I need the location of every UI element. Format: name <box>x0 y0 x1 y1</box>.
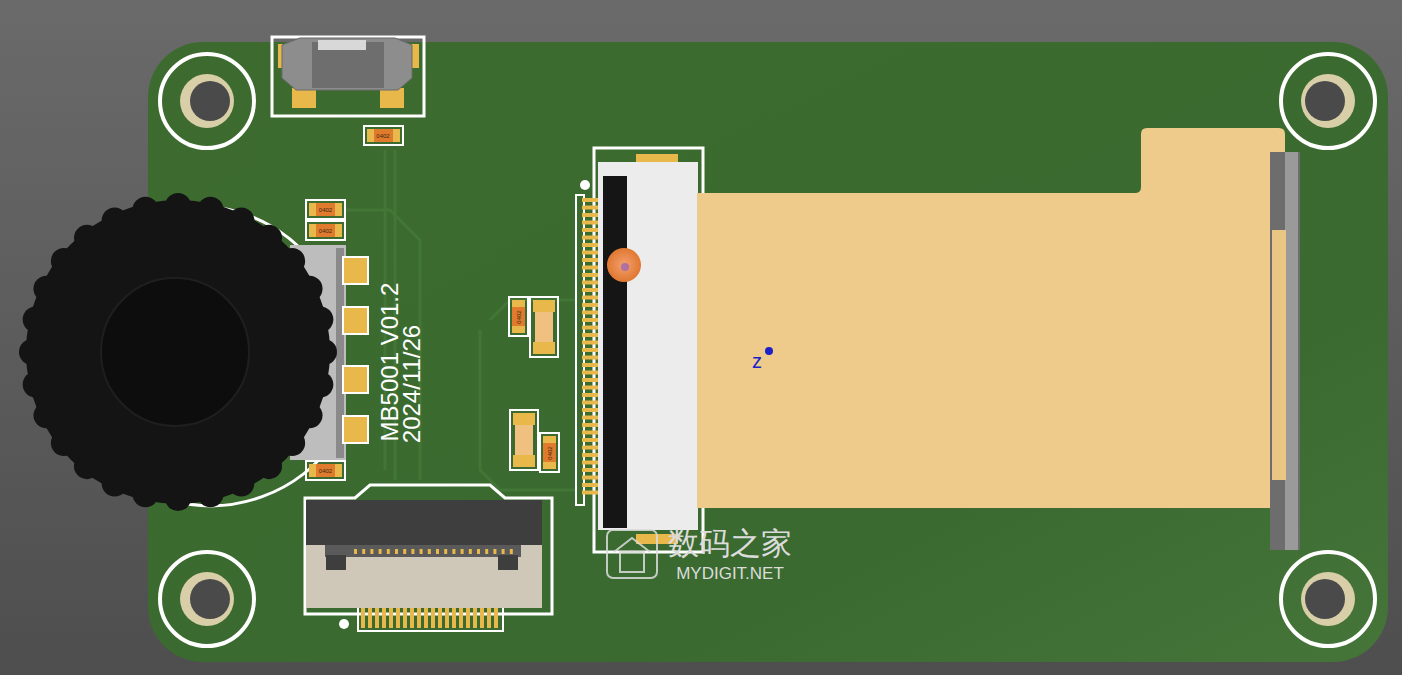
knob-tooth <box>165 193 191 219</box>
fpc-pin <box>452 608 456 628</box>
knob-tooth <box>74 225 100 251</box>
fpc-contact <box>354 549 357 554</box>
watermark: 数码之家 <box>668 528 792 559</box>
knob-tooth <box>102 471 128 497</box>
knob-tooth <box>23 371 49 397</box>
knob-tooth <box>311 339 337 365</box>
knob-tooth <box>307 371 333 397</box>
fpc-pin <box>431 608 435 628</box>
fpc-contact <box>420 549 423 554</box>
fpc-contact <box>493 549 496 554</box>
fpc-pin <box>389 608 393 628</box>
fpc-contact <box>510 549 513 554</box>
fpc-contact <box>362 549 365 554</box>
fpc-contact <box>452 549 455 554</box>
knob-tooth <box>197 481 223 507</box>
knob-tooth <box>256 225 282 251</box>
knob-tooth <box>23 307 49 333</box>
fpc-contact <box>477 549 480 554</box>
fpc-pin <box>445 608 449 628</box>
knob-tooth <box>33 402 59 428</box>
board-name: MB5001 V01.2 <box>378 283 402 442</box>
knob-tooth <box>307 307 333 333</box>
fpc-contact <box>502 549 505 554</box>
fpc-pin <box>424 608 428 628</box>
part-size: 0402 <box>516 310 522 323</box>
knob-tooth <box>33 276 59 302</box>
part-size: 0402 <box>376 133 389 139</box>
knob-tooth <box>228 207 254 233</box>
fpc-pin <box>375 608 379 628</box>
fpc-contact <box>428 549 431 554</box>
knob-tooth <box>256 453 282 479</box>
fpc-pin <box>487 608 491 628</box>
fpc-pin <box>459 608 463 628</box>
knob-tooth <box>51 430 77 456</box>
knob-tooth <box>19 339 45 365</box>
fpc-pin <box>494 608 498 628</box>
part-size: 0402 <box>319 228 332 234</box>
knob-tooth <box>133 481 159 507</box>
fpc-pin <box>417 608 421 628</box>
knob-tooth <box>279 430 305 456</box>
knob-tooth <box>51 248 77 274</box>
axis-label: z <box>752 351 762 371</box>
knob-tooth <box>197 197 223 223</box>
fpc-contact <box>403 549 406 554</box>
knob-tooth <box>74 453 100 479</box>
fpc-contact <box>461 549 464 554</box>
part-size: 0402 <box>319 207 332 213</box>
fpc-pin <box>403 608 407 628</box>
watermark: MYDIGIT.NET <box>676 565 784 582</box>
fpc-pin <box>368 608 372 628</box>
knob-tooth <box>279 248 305 274</box>
fpc-pin <box>438 608 442 628</box>
part-size: 0402 <box>547 446 553 459</box>
board-date: 2024/11/26 <box>400 325 424 443</box>
knob-tooth <box>102 207 128 233</box>
fpc-contact <box>436 549 439 554</box>
knob-tooth <box>165 485 191 511</box>
fpc-pin <box>396 608 400 628</box>
fpc-contact <box>411 549 414 554</box>
fpc-pin <box>473 608 477 628</box>
knob-tooth <box>297 276 323 302</box>
fpc-pin <box>466 608 470 628</box>
fpc-pin <box>410 608 414 628</box>
knob-tooth <box>133 197 159 223</box>
fpc-contact <box>387 549 390 554</box>
fpc-contact <box>379 549 382 554</box>
fpc-contact <box>485 549 488 554</box>
fpc-contact <box>444 549 447 554</box>
part-size: 0402 <box>319 468 332 474</box>
fpc-pin <box>382 608 386 628</box>
fpc-pin <box>480 608 484 628</box>
knob-tooth <box>297 402 323 428</box>
fpc-contact <box>469 549 472 554</box>
fpc-pin <box>361 608 365 628</box>
fpc-contact <box>370 549 373 554</box>
fpc-contact <box>395 549 398 554</box>
knob-tooth <box>228 471 254 497</box>
